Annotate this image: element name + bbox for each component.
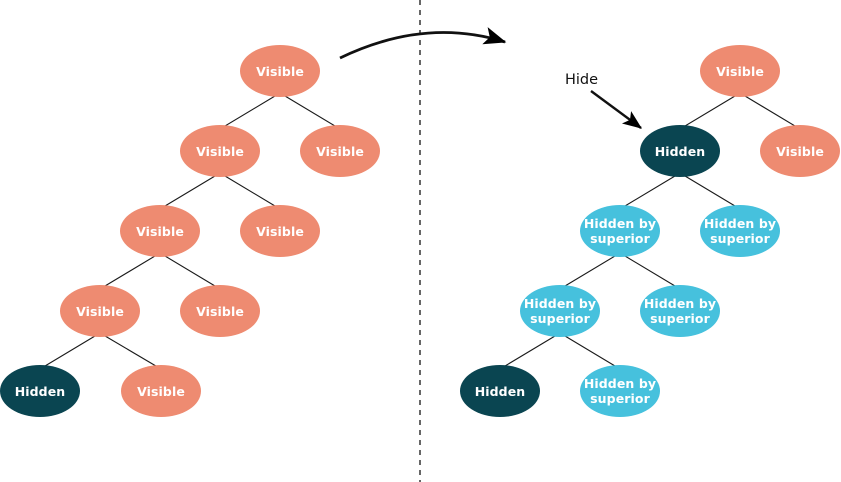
hide-pointer-arrow-icon xyxy=(590,90,642,129)
tree-node-label: Visible xyxy=(76,303,124,319)
tree-edge xyxy=(219,92,281,130)
tree-edge xyxy=(739,92,801,130)
tree-node-label: Visible xyxy=(137,383,185,399)
tree-edge xyxy=(159,172,221,210)
tree-node-label: Visible xyxy=(776,143,824,159)
tree-node-hidden[interactable]: Hidden xyxy=(0,365,80,417)
tree-edge xyxy=(559,252,621,290)
tree-edge xyxy=(39,332,101,370)
tree-node-label: Hidden xyxy=(14,383,66,399)
tree-edge xyxy=(559,332,621,370)
tree-node-hidden[interactable]: Hidden xyxy=(460,365,540,417)
tree-node-visible[interactable]: Visible xyxy=(121,365,201,417)
tree-node-visible[interactable]: Visible xyxy=(240,205,320,257)
tree-edge xyxy=(99,252,161,290)
tree-edge xyxy=(499,332,561,370)
tree-node-visible[interactable]: Visible xyxy=(700,45,780,97)
transition-arrow-icon xyxy=(339,27,507,60)
tree-node-label: Hidden xyxy=(474,383,526,399)
tree-node-visible[interactable]: Visible xyxy=(760,125,840,177)
tree-node-visible[interactable]: Visible xyxy=(300,125,380,177)
tree-node-label: Visible xyxy=(256,63,304,79)
tree-edge-lines xyxy=(39,92,801,370)
tree-node-visible[interactable]: Visible xyxy=(120,205,200,257)
tree-node-label: Visible xyxy=(196,303,244,319)
tree-node-label: Visible xyxy=(716,63,764,79)
tree-edge xyxy=(279,92,341,130)
tree-node-label: Visible xyxy=(256,223,304,239)
hide-annotation-label: Hide xyxy=(565,72,599,88)
tree-node-visible[interactable]: Visible xyxy=(240,45,320,97)
tree-node-label: Visible xyxy=(316,143,364,159)
tree-node-hidden[interactable]: Hidden xyxy=(640,125,720,177)
tree-node-visible[interactable]: Visible xyxy=(180,285,260,337)
tree-edge xyxy=(99,332,162,370)
tree-node-label: Hidden xyxy=(654,143,706,159)
tree-edge xyxy=(679,92,741,130)
tree-node-visible[interactable]: Visible xyxy=(60,285,140,337)
tree-node-visible[interactable]: Visible xyxy=(180,125,260,177)
tree-edge xyxy=(159,252,221,290)
tree-edge xyxy=(679,172,741,210)
tree-edge xyxy=(619,172,681,210)
tree-edge xyxy=(619,252,681,290)
tree-node-label: Visible xyxy=(136,223,184,239)
tree-edge xyxy=(219,172,281,210)
tree-node-label: Visible xyxy=(196,143,244,159)
